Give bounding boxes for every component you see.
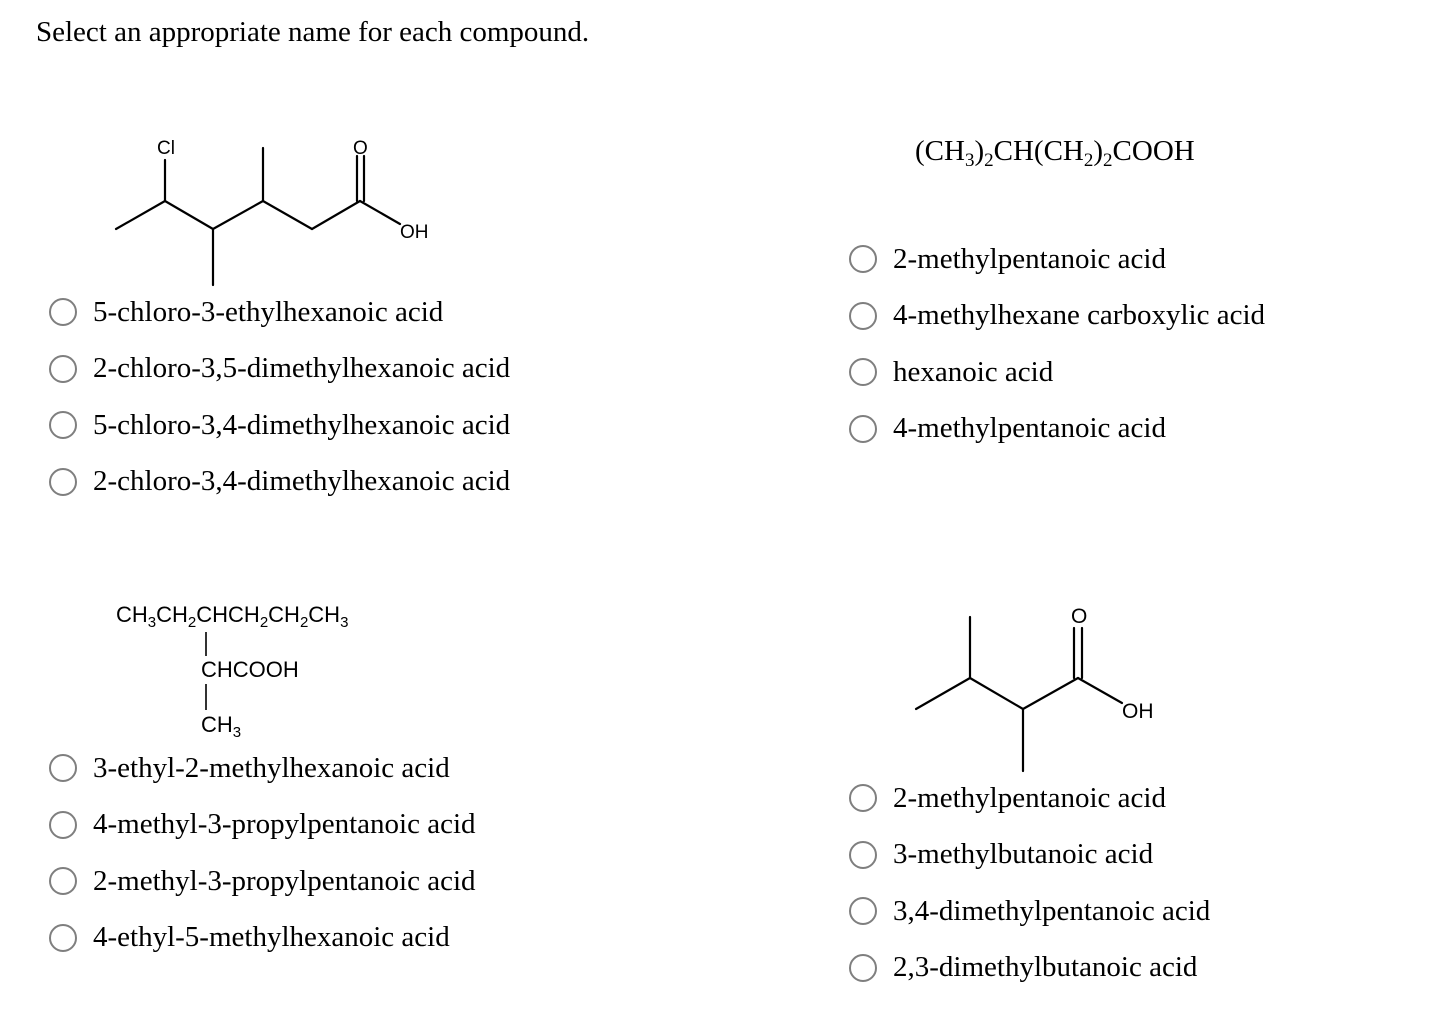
radio-button[interactable] <box>49 923 77 952</box>
option-label: 2-methyl-3-propylpentanoic acid <box>93 864 476 897</box>
q1-structure: Cl O OH <box>100 125 460 295</box>
q4-skeletal-svg: O OH <box>914 605 1154 773</box>
option-label: 2-chloro-3,5-dimethylhexanoic acid <box>93 352 511 385</box>
option-label: 2-methylpentanoic acid <box>893 242 1166 275</box>
q2-option-1[interactable]: 2-methylpentanoic acid <box>849 231 1265 288</box>
q1-option-2[interactable]: 2-chloro-3,5-dimethylhexanoic acid <box>49 341 510 398</box>
q4-option-2[interactable]: 3-methylbutanoic acid <box>849 827 1210 884</box>
radio-button[interactable] <box>849 301 877 330</box>
q3-branch-bonds <box>205 632 207 710</box>
q3-option-4[interactable]: 4-ethyl-5-methylhexanoic acid <box>49 910 476 967</box>
option-label: 4-ethyl-5-methylhexanoic acid <box>93 921 450 954</box>
q4-options: 2-methylpentanoic acid 3-methylbutanoic … <box>849 770 1210 996</box>
q3-main-chain: CH3CH2CHCH2CH2CH3 <box>116 602 349 631</box>
radio-button[interactable] <box>849 840 877 869</box>
q1-options: 5-chloro-3-ethylhexanoic acid 2-chloro-3… <box>49 284 510 510</box>
option-label: 3-methylbutanoic acid <box>893 838 1154 871</box>
radio-button[interactable] <box>49 467 77 496</box>
option-label: 4-methylpentanoic acid <box>893 412 1166 445</box>
q2-formula: (CH3)2CH(CH2)2COOH <box>915 135 1195 171</box>
question-prompt: Select an appropriate name for each comp… <box>36 16 590 48</box>
option-label: 2-methylpentanoic acid <box>893 781 1166 814</box>
radio-button[interactable] <box>849 784 877 813</box>
option-label: 2-chloro-3,4-dimethylhexanoic acid <box>93 465 511 498</box>
q1-option-1[interactable]: 5-chloro-3-ethylhexanoic acid <box>49 284 510 341</box>
option-label: 5-chloro-3,4-dimethylhexanoic acid <box>93 408 511 441</box>
bond <box>1021 676 1080 711</box>
bond <box>163 199 215 231</box>
oxygen-label: O <box>353 138 368 159</box>
bond <box>261 199 314 231</box>
q2-options: 2-methylpentanoic acid 4-methylhexane ca… <box>849 231 1265 457</box>
q2-option-4[interactable]: 4-methylpentanoic acid <box>849 401 1265 458</box>
q3-option-1[interactable]: 3-ethyl-2-methylhexanoic acid <box>49 740 476 797</box>
radio-button[interactable] <box>849 358 877 387</box>
bond <box>114 199 167 231</box>
q3-branch-ch3: CH3 <box>201 712 242 741</box>
oxygen-label: O <box>1071 605 1087 628</box>
q4-option-1[interactable]: 2-methylpentanoic acid <box>849 770 1210 827</box>
option-label: 2,3-dimethylbutanoic acid <box>893 951 1198 984</box>
option-label: hexanoic acid <box>893 355 1054 388</box>
radio-button[interactable] <box>849 414 877 443</box>
option-label: 3-ethyl-2-methylhexanoic acid <box>93 751 450 784</box>
option-label: 4-methyl-3-propylpentanoic acid <box>93 808 476 841</box>
q4-structure: O OH <box>900 595 1180 780</box>
q1-skeletal-svg: Cl O OH <box>114 138 429 287</box>
option-label: 5-chloro-3-ethylhexanoic acid <box>93 295 444 328</box>
bond <box>914 676 972 711</box>
hydroxyl-label: OH <box>1122 700 1154 723</box>
bond <box>310 199 362 231</box>
bond <box>358 199 402 226</box>
radio-button[interactable] <box>49 298 77 327</box>
bond <box>211 199 265 231</box>
radio-button[interactable] <box>849 953 877 982</box>
q2-option-3[interactable]: hexanoic acid <box>849 344 1265 401</box>
radio-button[interactable] <box>49 810 77 839</box>
option-label: 3,4-dimethylpentanoic acid <box>893 894 1211 927</box>
bond <box>1076 676 1124 705</box>
q3-option-2[interactable]: 4-methyl-3-propylpentanoic acid <box>49 797 476 854</box>
radio-button[interactable] <box>49 354 77 383</box>
option-label: 4-methylhexane carboxylic acid <box>893 299 1266 332</box>
q1-option-4[interactable]: 2-chloro-3,4-dimethylhexanoic acid <box>49 454 510 511</box>
q3-branch-chcooh: CHCOOH <box>201 657 299 682</box>
radio-button[interactable] <box>849 897 877 926</box>
hydroxyl-label: OH <box>400 222 429 243</box>
bond <box>968 676 1025 711</box>
chlorine-label: Cl <box>157 138 175 159</box>
q3-option-3[interactable]: 2-methyl-3-propylpentanoic acid <box>49 853 476 910</box>
radio-button[interactable] <box>49 411 77 440</box>
q1-option-3[interactable]: 5-chloro-3,4-dimethylhexanoic acid <box>49 397 510 454</box>
radio-button[interactable] <box>849 245 877 274</box>
q3-options: 3-ethyl-2-methylhexanoic acid 4-methyl-3… <box>49 740 476 966</box>
q2-option-2[interactable]: 4-methylhexane carboxylic acid <box>849 288 1265 345</box>
q4-option-3[interactable]: 3,4-dimethylpentanoic acid <box>849 883 1210 940</box>
q4-option-4[interactable]: 2,3-dimethylbutanoic acid <box>849 940 1210 997</box>
radio-button[interactable] <box>49 754 77 783</box>
radio-button[interactable] <box>49 867 77 896</box>
